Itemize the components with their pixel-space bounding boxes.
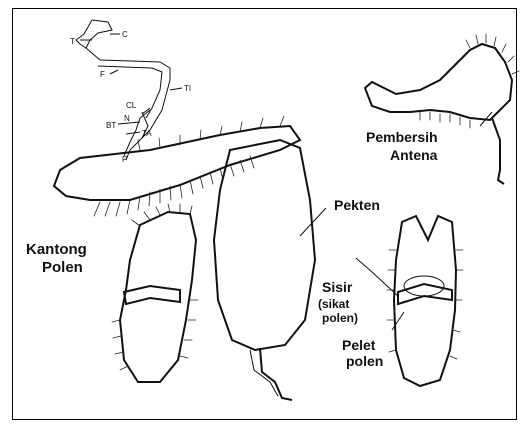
- label-cl: CL: [126, 101, 137, 110]
- label-pellet-2: polen: [346, 353, 383, 369]
- label-pollen-basket-2: Polen: [42, 259, 83, 276]
- label-pellet-1: Pelet: [342, 337, 376, 353]
- antenna-cleaner-leg-drawing: [365, 34, 519, 184]
- label-f: F: [100, 70, 105, 79]
- label-comb-3: polen): [322, 311, 358, 325]
- label-ti: TI: [184, 84, 191, 93]
- label-comb-1: Sisir: [322, 279, 353, 295]
- label-bt: BT: [106, 121, 116, 130]
- label-antenna-cleaner-1: Pembersih: [366, 129, 438, 145]
- label-comb-2: (sikat: [318, 297, 349, 311]
- leg-outline-schematic: [76, 20, 170, 160]
- label-c: C: [122, 30, 128, 39]
- label-antenna-cleaner-2: Antena: [390, 147, 438, 163]
- label-n: N: [124, 114, 130, 123]
- label-pollen-basket-1: Kantong: [26, 241, 87, 258]
- label-pecten: Pekten: [334, 197, 380, 213]
- label-t: T: [70, 37, 75, 46]
- pollen-basket-leg-drawing: [112, 204, 198, 382]
- label-p: P: [122, 155, 127, 164]
- pollen-pellet-leg-drawing: [387, 216, 463, 386]
- label-ta: TA: [142, 129, 152, 138]
